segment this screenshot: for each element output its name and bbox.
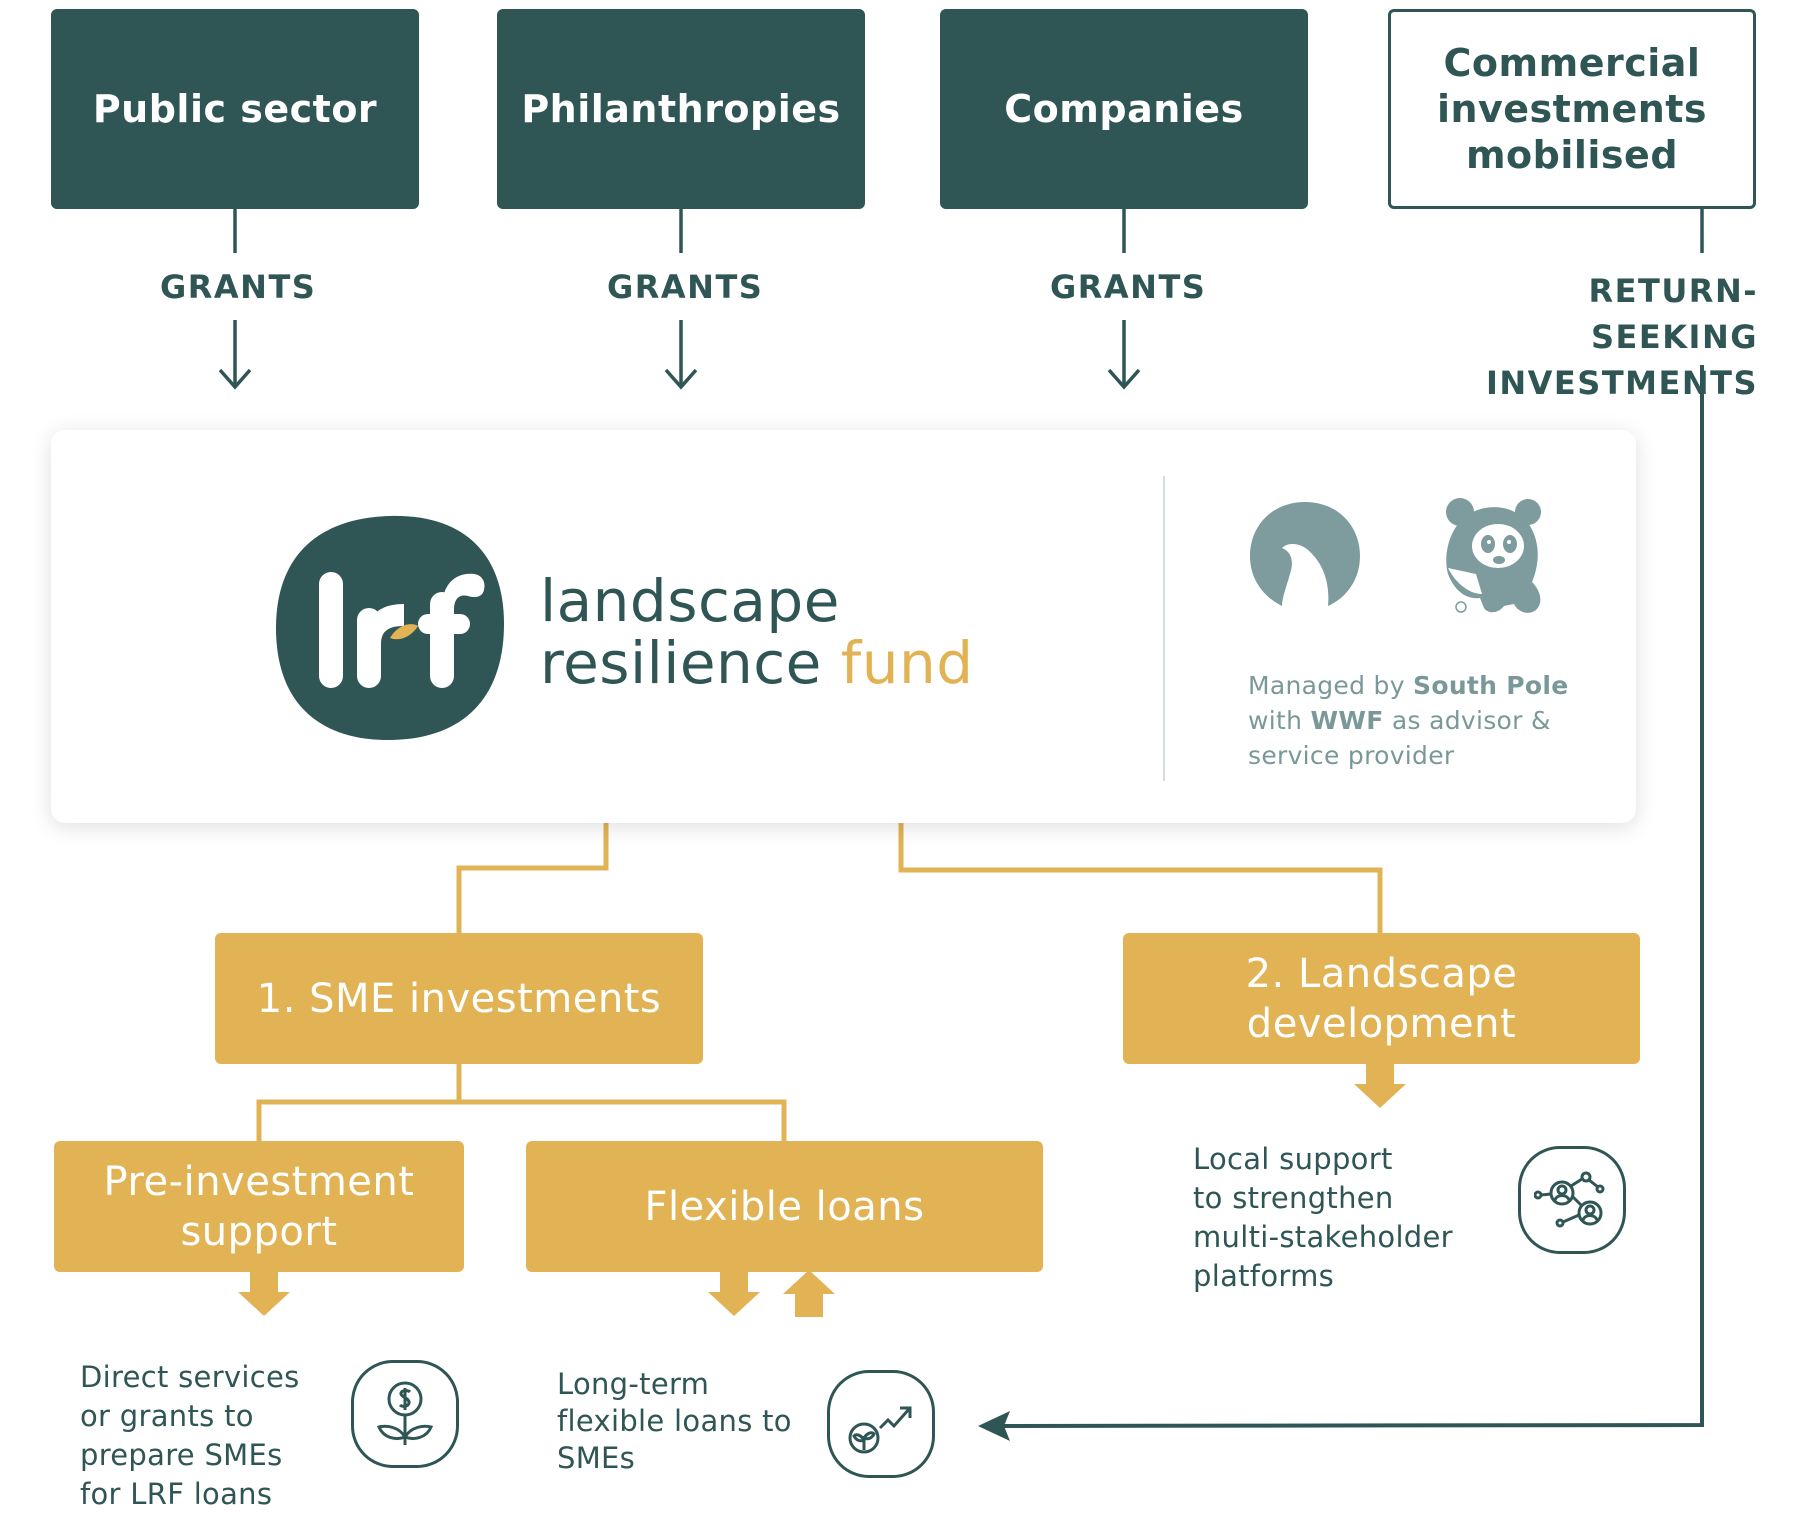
source-label: Companies xyxy=(1004,87,1244,131)
managed-manager: South Pole xyxy=(1413,671,1569,700)
pre-investment-support-box: Pre-investment support xyxy=(54,1141,464,1272)
flexible-loans-label: Flexible loans xyxy=(644,1183,925,1230)
pre-investment-label-line: Pre-investment xyxy=(103,1158,415,1205)
managed-post: as advisor & xyxy=(1391,706,1551,735)
landscape-label-line: development xyxy=(1246,1000,1517,1047)
flexible-loans-box: Flexible loans xyxy=(526,1141,1043,1272)
description-line: prepare SMEs xyxy=(80,1438,283,1472)
landscape-label-line: 2. Landscape xyxy=(1245,950,1518,997)
description-line: Direct services xyxy=(80,1360,300,1394)
managed-line3: service provider xyxy=(1248,741,1455,770)
sme-investments-box: 1. SME investments xyxy=(215,933,703,1064)
landscape-development-box: 2. Landscape development xyxy=(1123,933,1640,1064)
source-public-sector: Public sector xyxy=(51,9,419,209)
description-line: multi-stakeholder xyxy=(1193,1220,1453,1254)
pre-investment-description: Direct services or grants to prepare SME… xyxy=(80,1358,300,1514)
fund-name-line2: resilience fund xyxy=(540,632,974,694)
fund-name-resilience: resilience xyxy=(540,629,822,697)
description-line: or grants to xyxy=(80,1399,254,1433)
growth-plant-icon xyxy=(827,1370,935,1478)
flow-label-grants: GRANTS xyxy=(607,268,764,306)
flow-label-grants: GRANTS xyxy=(160,268,317,306)
description-line: for LRF loans xyxy=(80,1477,273,1511)
card-divider xyxy=(1163,476,1165,781)
description-line: Long-term xyxy=(557,1367,710,1401)
flexible-loans-description: Long-term flexible loans to SMEs xyxy=(557,1366,792,1477)
flow-label-grants: GRANTS xyxy=(1050,268,1207,306)
wwf-panda-logo xyxy=(1446,498,1541,613)
commercial-line: mobilised xyxy=(1465,133,1679,177)
managed-pre: Managed by xyxy=(1248,671,1405,700)
sme-investments-label: 1. SME investments xyxy=(256,975,662,1022)
managed-with: with xyxy=(1248,706,1303,735)
source-label: Public sector xyxy=(92,87,378,131)
return-seeking-line: INVESTMENTS xyxy=(1485,364,1758,402)
managed-by-text: Managed by South Pole with WWF as adviso… xyxy=(1248,668,1569,773)
flow-label-return-seeking: RETURN-SEEKING INVESTMENTS xyxy=(1428,268,1758,406)
commercial-line: investments xyxy=(1436,87,1708,131)
managed-advisor: WWF xyxy=(1310,706,1384,735)
money-plant-icon xyxy=(351,1360,459,1468)
fund-name-fund: fund xyxy=(840,629,974,697)
south-pole-logo xyxy=(1250,502,1360,606)
source-label: Philanthropies xyxy=(521,87,841,131)
landscape-description: Local support to strengthen multi-stakeh… xyxy=(1193,1140,1453,1296)
description-line: platforms xyxy=(1193,1259,1335,1293)
source-commercial-investments: Commercial investments mobilised xyxy=(1388,9,1756,209)
commercial-line: Commercial xyxy=(1443,41,1701,85)
description-line: flexible loans to xyxy=(557,1404,792,1438)
description-line: SMEs xyxy=(557,1441,636,1475)
pre-investment-label-line: support xyxy=(180,1208,338,1255)
source-philanthropies: Philanthropies xyxy=(497,9,865,209)
network-people-icon xyxy=(1518,1146,1626,1254)
description-line: to strengthen xyxy=(1193,1181,1394,1215)
fund-name-line1: landscape xyxy=(540,567,840,635)
source-companies: Companies xyxy=(940,9,1308,209)
lrf-logo xyxy=(276,515,504,740)
return-seeking-line: RETURN-SEEKING xyxy=(1588,272,1758,356)
description-line: Local support xyxy=(1193,1142,1393,1176)
